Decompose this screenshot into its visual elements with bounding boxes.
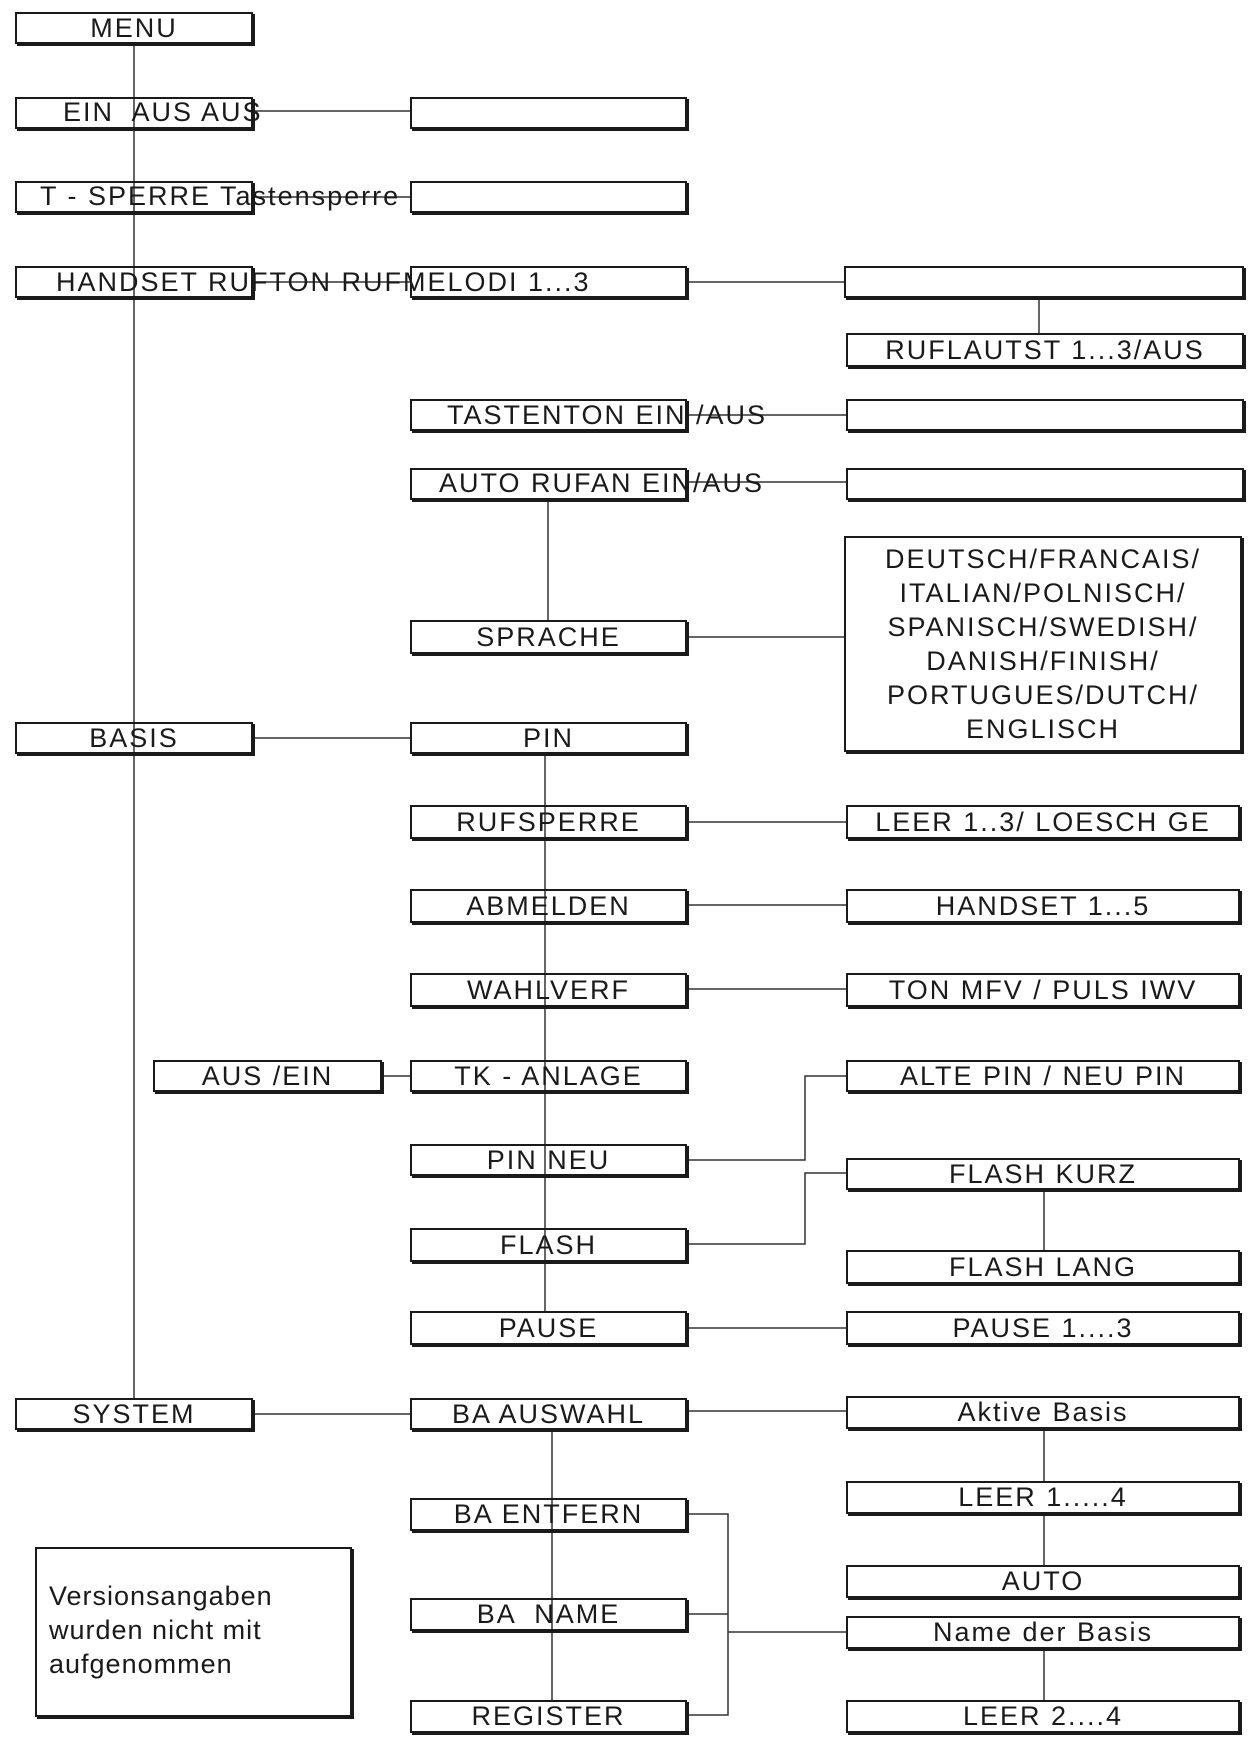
rufsperre-node: RUFSPERRE <box>410 805 687 839</box>
basis-node: BASIS <box>15 722 253 754</box>
pause-node: PAUSE <box>410 1311 687 1345</box>
name-der-basis-node: Name der Basis <box>846 1616 1240 1649</box>
wahlverf-node: WAHLVERF <box>410 973 687 1007</box>
note-line: Versionsangaben <box>49 1581 273 1611</box>
ein-aus-value-box <box>410 97 687 129</box>
rufsperre-option: LEER 1..3/ LOESCH GE <box>846 805 1240 839</box>
flash-lang-node: FLASH LANG <box>846 1250 1240 1284</box>
note-line: aufgenommen <box>49 1649 233 1679</box>
ba-name-node: BA NAME <box>410 1598 687 1631</box>
flash-node: FLASH <box>410 1228 687 1262</box>
wahlverf-option: TON MFV / PULS IWV <box>846 973 1240 1007</box>
abmelden-node: ABMELDEN <box>410 889 687 923</box>
language-line: DEUTSCH/FRANCAIS/ <box>884 544 1202 574</box>
aus-ein-node: AUS /EIN <box>153 1060 382 1092</box>
ba-entfern-node: BA ENTFERN <box>410 1498 687 1531</box>
note-line: wurden nicht mit <box>49 1615 262 1645</box>
system-node: SYSTEM <box>15 1398 253 1430</box>
sprache-node: SPRACHE <box>410 620 687 654</box>
ruflautst-node: RUFLAUTST 1...3/AUS <box>846 333 1244 367</box>
languages-list: DEUTSCH/FRANCAIS/ ITALIAN/POLNISCH/ SPAN… <box>844 536 1242 752</box>
tastenton-node <box>410 399 687 431</box>
auto-node: AUTO <box>846 1565 1240 1598</box>
ein-aus-node <box>15 97 253 129</box>
rufmelodi-value-box <box>844 266 1244 298</box>
pin-node: PIN <box>410 722 687 754</box>
auto-rufan-node <box>410 468 687 500</box>
flash-kurz-node: FLASH KURZ <box>846 1158 1240 1190</box>
leer-1-4-node: LEER 1.....4 <box>846 1481 1240 1514</box>
tastenton-value-box <box>846 399 1244 431</box>
rufmelodi-box <box>410 266 687 298</box>
tk-anlage-node: TK - ANLAGE <box>410 1060 687 1092</box>
auto-rufan-label: AUTO RUFAN EIN/AUS <box>439 468 765 498</box>
handset-label: HANDSET RUFTON RUFMELODI 1...3 <box>56 267 591 297</box>
pin-neu-node: PIN NEU <box>410 1144 687 1176</box>
ba-auswahl-node: BA AUSWAHL <box>410 1398 687 1430</box>
language-line: SPANISCH/SWEDISH/ <box>887 612 1199 642</box>
leer-2-4-node: LEER 2....4 <box>846 1700 1240 1733</box>
handset-node <box>15 266 253 298</box>
abmelden-option: HANDSET 1...5 <box>846 889 1240 923</box>
pin-neu-option: ALTE PIN / NEU PIN <box>846 1060 1240 1092</box>
register-node: REGISTER <box>410 1700 687 1733</box>
menu-root: MENU <box>15 12 253 44</box>
tastenton-label: TASTENTON EIN /AUS <box>447 400 768 430</box>
aktive-basis-node: Aktive Basis <box>846 1396 1240 1429</box>
ein-aus-label: EIN AUS AUS <box>63 97 263 127</box>
language-line: DANISH/FINISH/ <box>926 646 1160 676</box>
tastensperre-node <box>15 181 253 213</box>
language-line: ENGLISCH <box>965 714 1121 744</box>
tastensperre-label: T - SPERRE Tastensperre <box>40 181 401 211</box>
version-note: Versionsangaben wurden nicht mit aufgeno… <box>35 1547 352 1717</box>
pause-option: PAUSE 1....3 <box>846 1311 1240 1345</box>
tastensperre-value-box <box>410 181 687 213</box>
language-line: ITALIAN/POLNISCH/ <box>899 578 1187 608</box>
auto-rufan-value-box <box>846 468 1244 500</box>
language-line: PORTUGUES/DUTCH/ <box>886 680 1200 710</box>
